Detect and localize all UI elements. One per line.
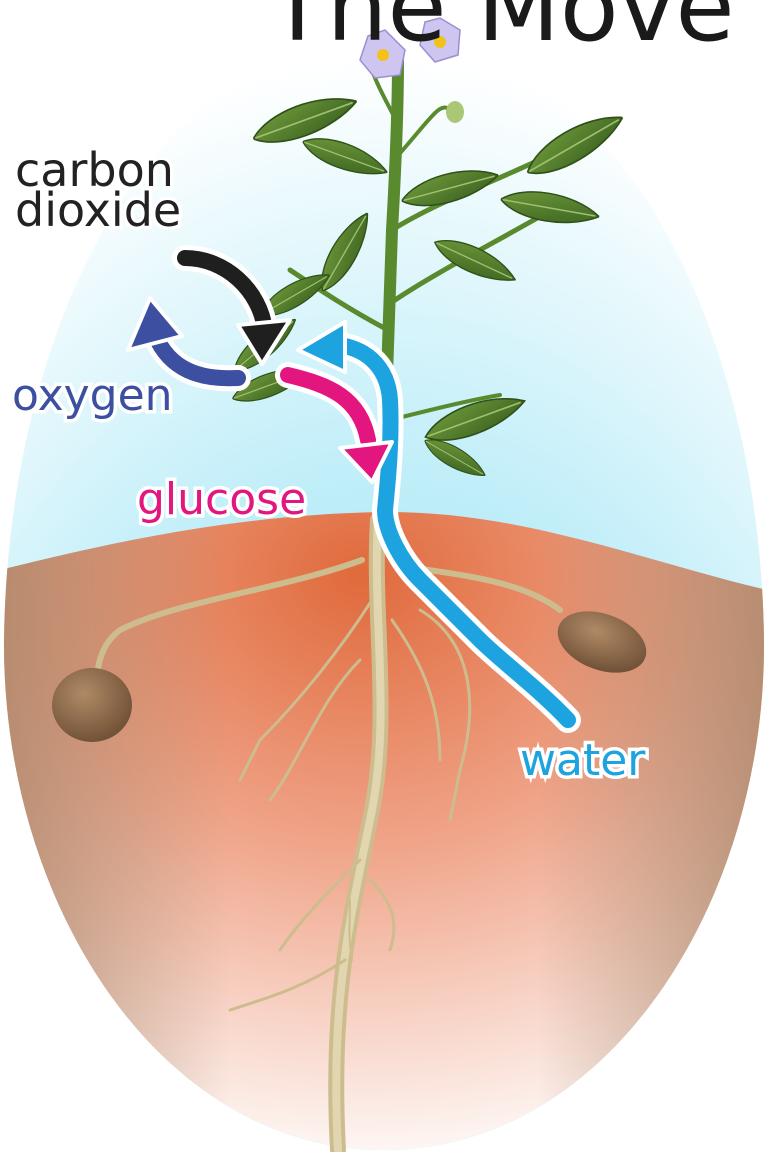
label-glucose: glucose — [137, 476, 306, 524]
label-carbon-dioxide-line2: dioxide — [15, 190, 181, 230]
label-oxygen: oxygen — [12, 372, 173, 420]
page-title: The Move — [268, 0, 767, 52]
tuber-left — [52, 668, 132, 742]
label-water: water — [520, 737, 645, 785]
label-carbon-dioxide: carbon dioxide — [15, 150, 181, 230]
